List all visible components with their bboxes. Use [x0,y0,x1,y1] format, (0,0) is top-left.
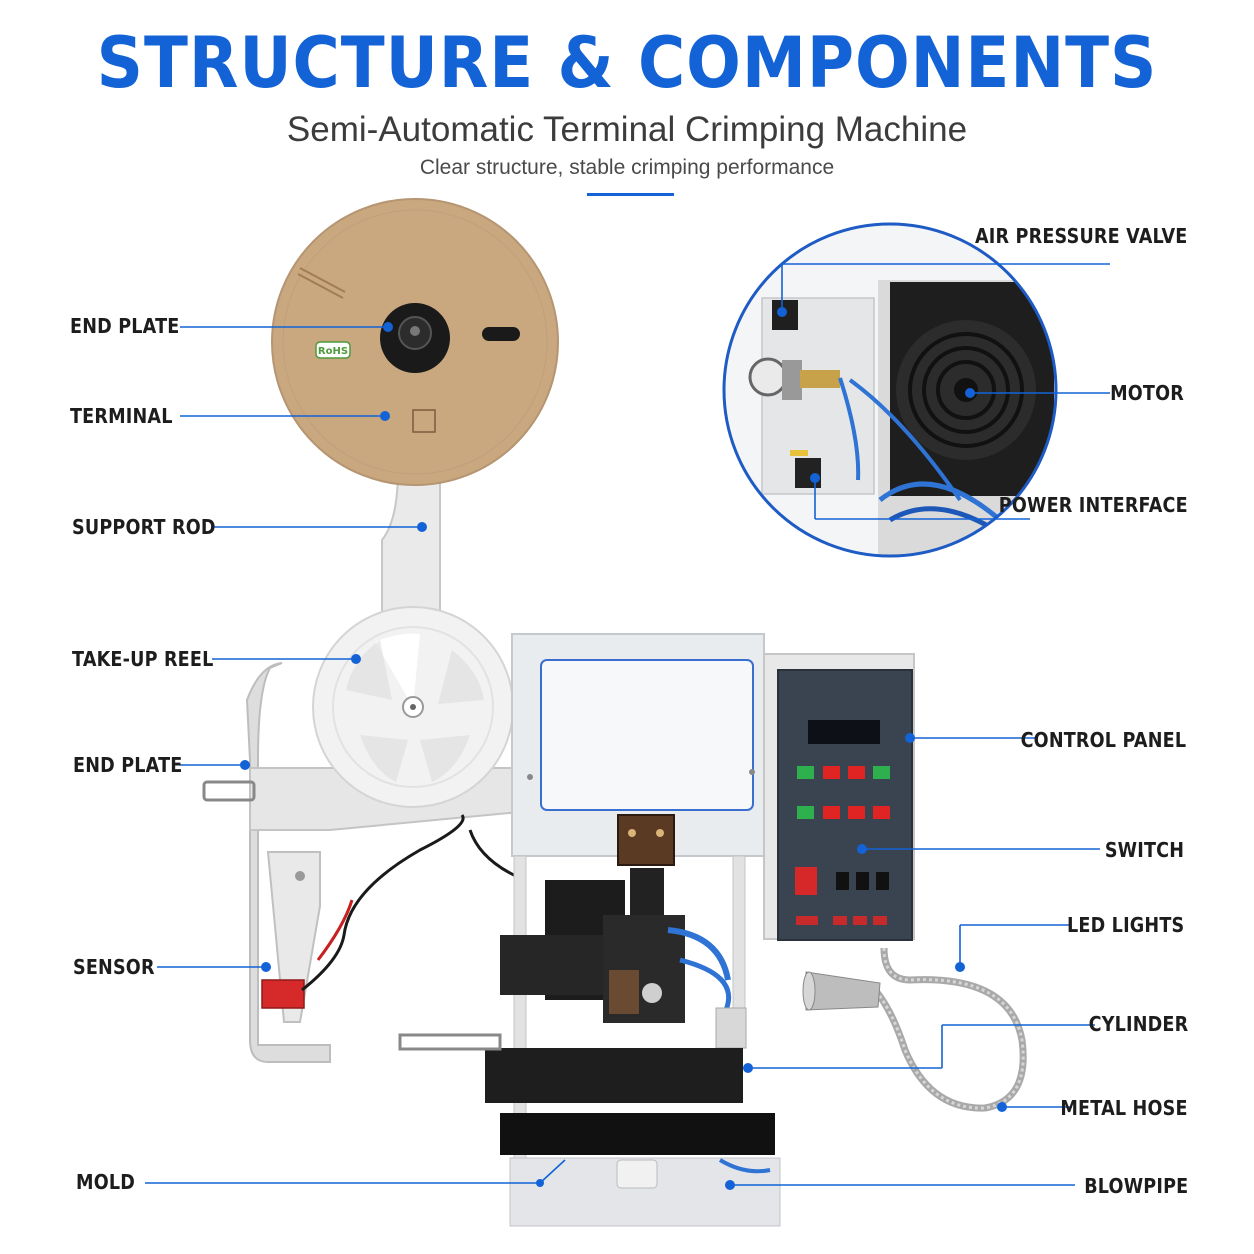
label-power-interface: POWER INTERFACE [998,493,1188,517]
title-underline [587,193,674,196]
label-end-plate-bottom: END PLATE [73,753,183,777]
label-terminal: TERMINAL [70,404,173,428]
page-subtitle: Semi-Automatic Terminal Crimping Machine [286,110,968,149]
supply-reel: RoHS [271,198,559,486]
page-title: STRUCTURE & COMPONENTS [96,22,1158,104]
label-support-rod: SUPPORT ROD [72,515,216,539]
crimp-mechanism [398,814,781,1227]
rear-view-inset [722,222,1058,558]
take-up-reel [312,606,514,808]
label-take-up-reel: TAKE-UP REEL [72,647,214,671]
label-air-pressure-valve: AIR PRESSURE VALVE [975,224,1188,248]
label-metal-hose: METAL HOSE [1060,1096,1188,1120]
leader-dots [240,307,1007,1190]
reel-brand-text: RoHS [318,346,348,357]
label-cylinder: CYLINDER [1088,1012,1188,1036]
label-led-lights: LED LIGHTS [1066,913,1184,937]
label-end-plate-top: END PLATE [70,314,180,338]
control-panel-body [763,653,915,941]
led-lamp [802,947,1027,1112]
leader-lines [145,263,1110,1186]
label-mold: MOLD [76,1170,136,1194]
support-rod [381,469,441,613]
page-tagline: Clear structure, stable crimping perform… [419,156,835,179]
label-switch: SWITCH [1104,838,1184,862]
label-blowpipe: BLOWPIPE [1083,1174,1188,1198]
label-control-panel: CONTROL PANEL [1020,728,1186,752]
label-motor: MOTOR [1110,381,1184,405]
label-sensor: SENSOR [73,955,155,979]
